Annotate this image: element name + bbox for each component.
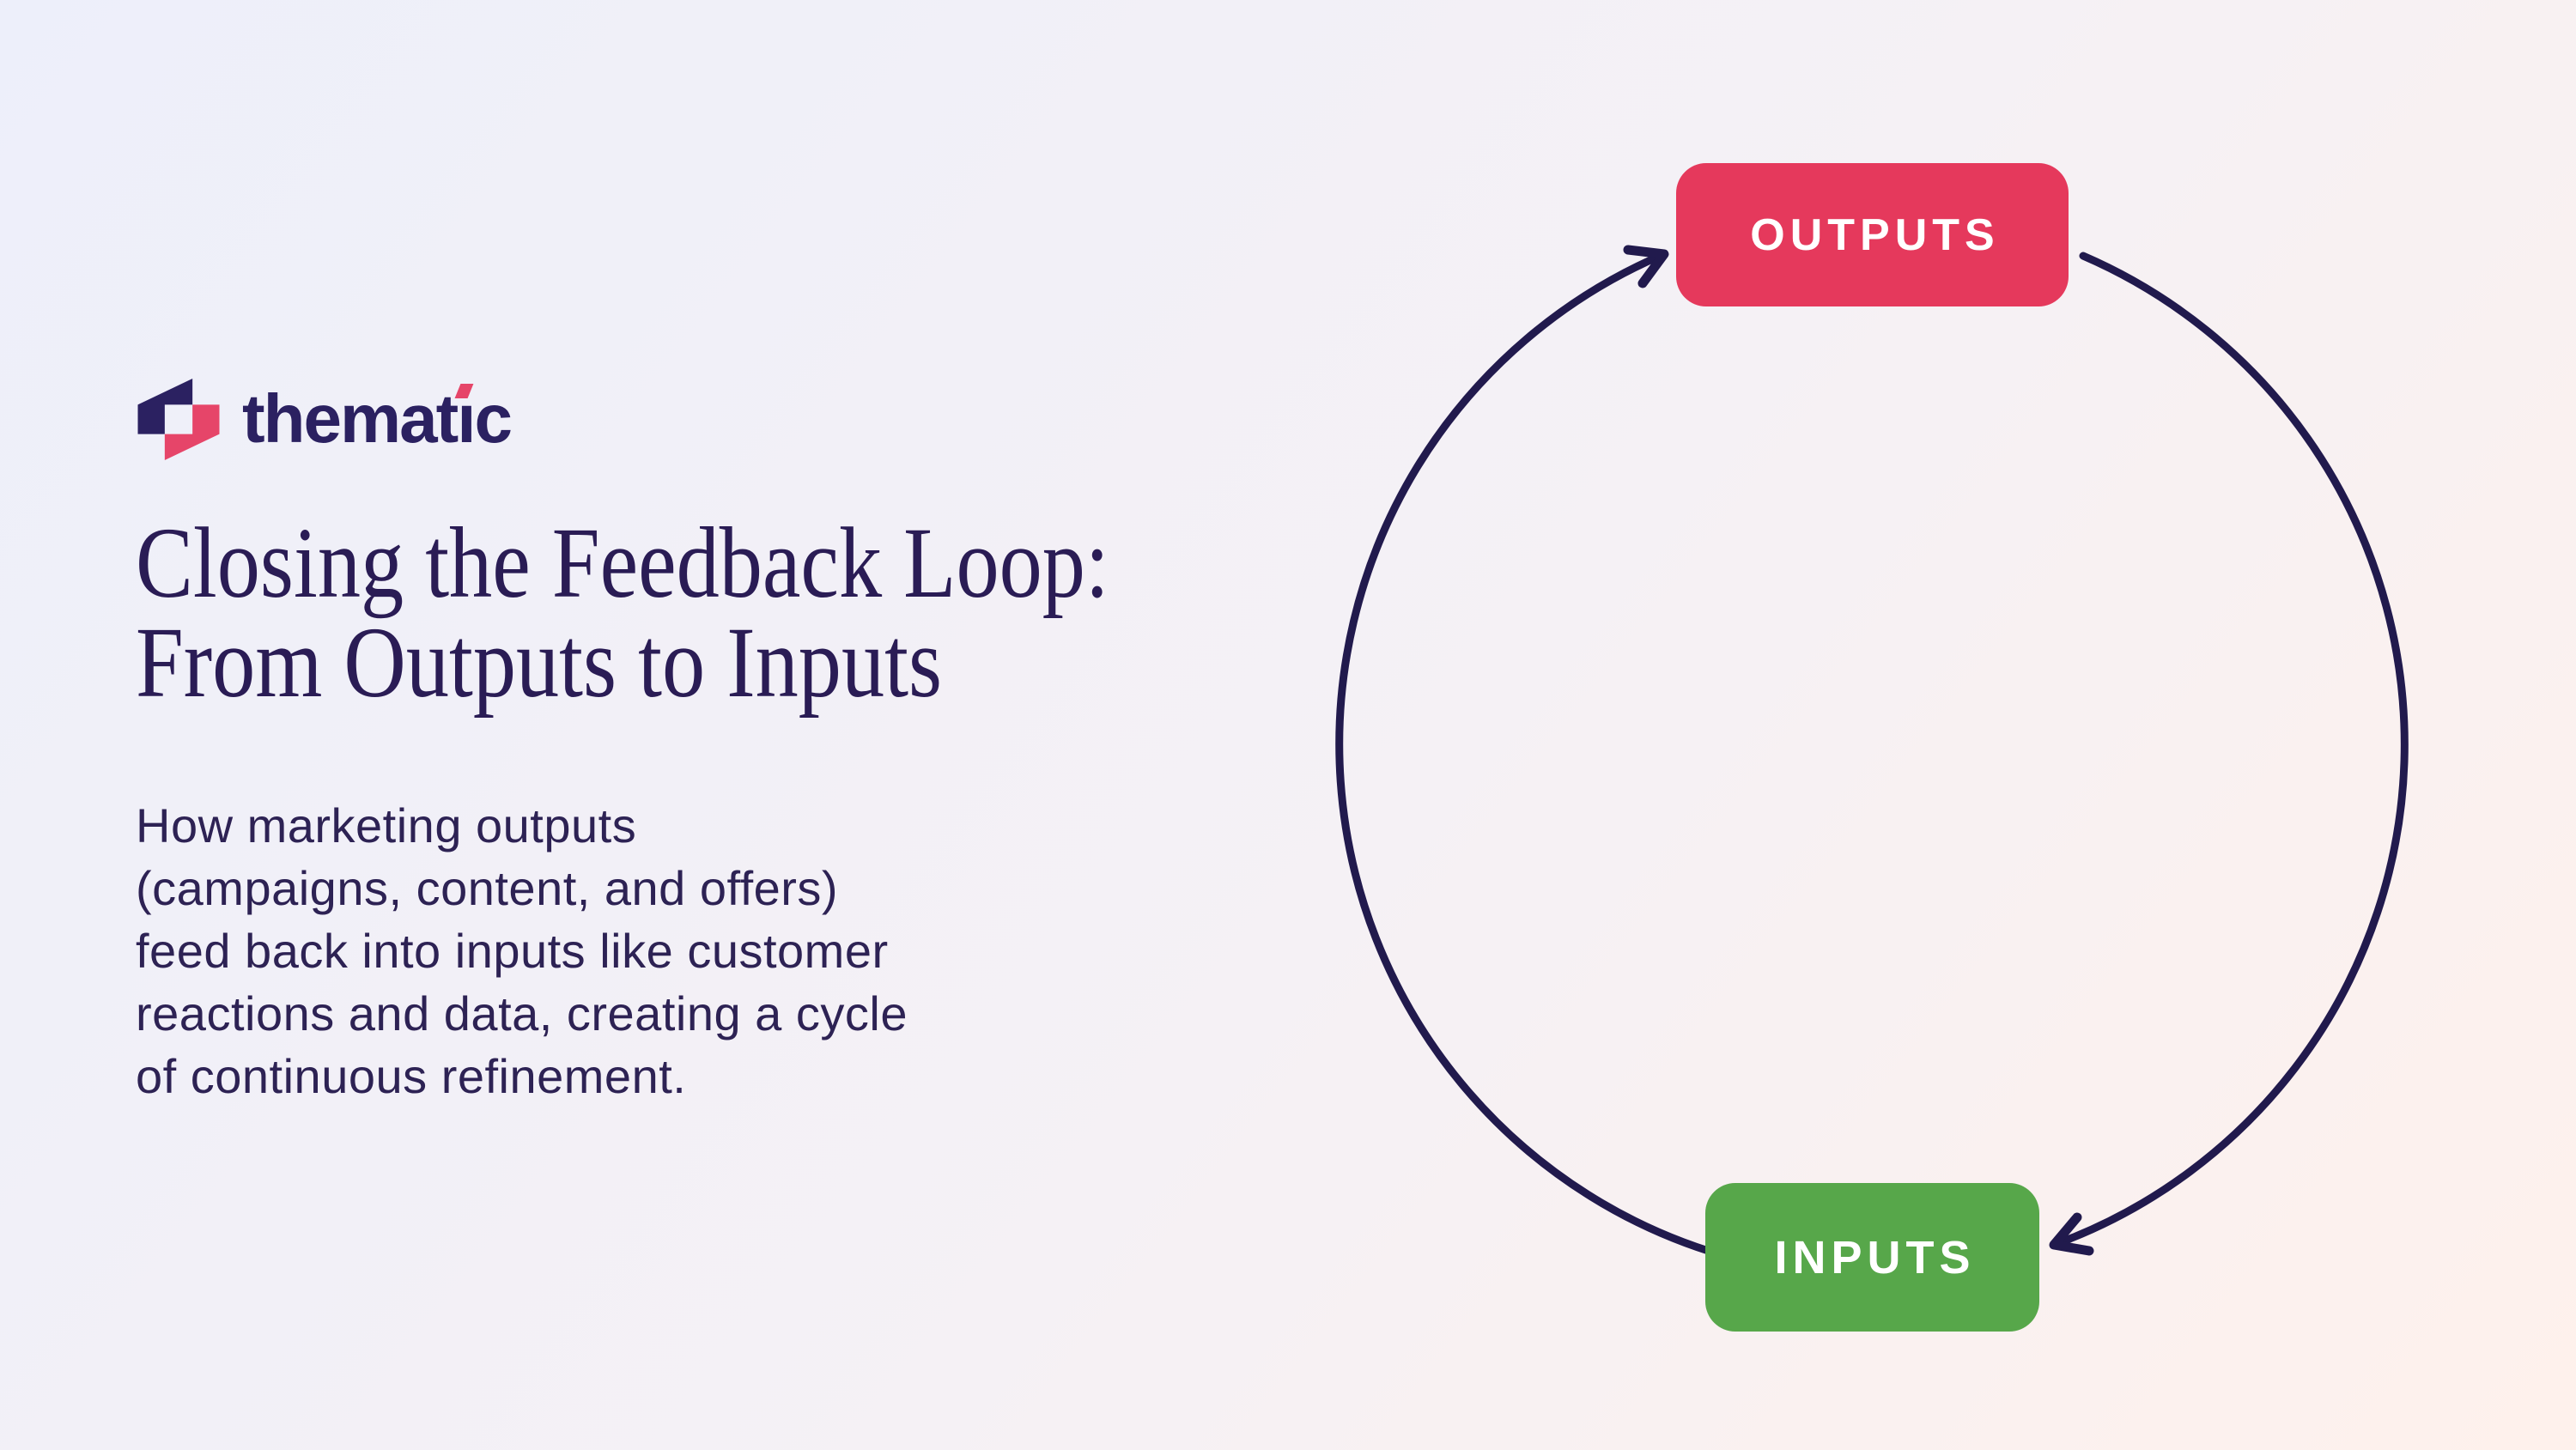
logo-pink-flag-shape — [164, 403, 220, 460]
outputs-node: OUTPUTS — [1676, 163, 2069, 306]
page-title-line-2: From Outputs to Inputs — [136, 605, 942, 719]
loop-arc-left — [1335, 250, 1739, 1263]
intro-line: (campaigns, content, and offers) — [136, 861, 839, 916]
thematic-logo-icon — [137, 378, 220, 460]
page-title: Closing the Feedback Loop: From Outputs … — [136, 507, 1109, 719]
arrowhead-to-inputs-icon — [2049, 1212, 2094, 1256]
intro-text: How marketing outputs (campaigns, conten… — [136, 794, 1252, 1107]
loop-arc-right — [2050, 252, 2409, 1249]
inputs-node: INPUTS — [1705, 1183, 2039, 1332]
wordmark-i-stem: ı — [457, 380, 476, 457]
intro-line: How marketing outputs — [136, 798, 637, 853]
wordmark-pre: themat — [242, 380, 459, 457]
page-title-line-1: Closing the Feedback Loop: — [136, 507, 1109, 619]
intro-line: feed back into inputs like customer — [136, 924, 889, 979]
wordmark-i: ı — [454, 384, 477, 453]
logo-navy-flag-shape — [137, 378, 193, 434]
intro-line: reactions and data, creating a cycle — [136, 986, 908, 1041]
wordmark-post: c — [474, 380, 513, 457]
arrowhead-to-outputs-icon — [1623, 245, 1669, 288]
intro-line: of continuous refinement. — [136, 1049, 687, 1104]
